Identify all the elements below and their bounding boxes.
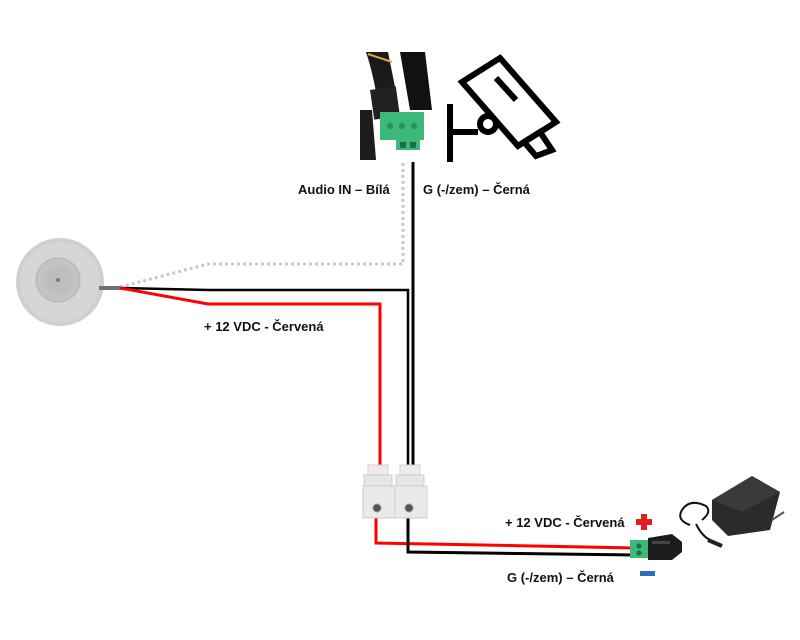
psu-power-wire xyxy=(374,512,637,550)
terminal-block xyxy=(362,464,428,519)
camera-connector xyxy=(356,52,436,162)
minus-symbol-icon xyxy=(640,571,655,576)
label-ground-top: G (-/zem) – Černá xyxy=(423,182,530,197)
power-adapter xyxy=(679,476,785,548)
label-ground-bottom: G (-/zem) – Černá xyxy=(507,570,614,585)
label-audio-in: Audio IN – Bílá xyxy=(298,182,390,197)
dc-jack xyxy=(630,534,682,560)
mic-ground-wire xyxy=(119,286,410,470)
label-vdc-bottom: + 12 VDC - Červená xyxy=(505,515,625,530)
psu-ground-wire xyxy=(406,512,637,557)
mic-power-wire xyxy=(119,286,382,470)
microphone xyxy=(16,238,121,326)
audio-in-wire xyxy=(119,148,405,289)
label-vdc-mid: + 12 VDC - Červená xyxy=(204,319,324,334)
plus-symbol-icon xyxy=(636,514,652,530)
cctv-camera-icon xyxy=(447,54,561,162)
